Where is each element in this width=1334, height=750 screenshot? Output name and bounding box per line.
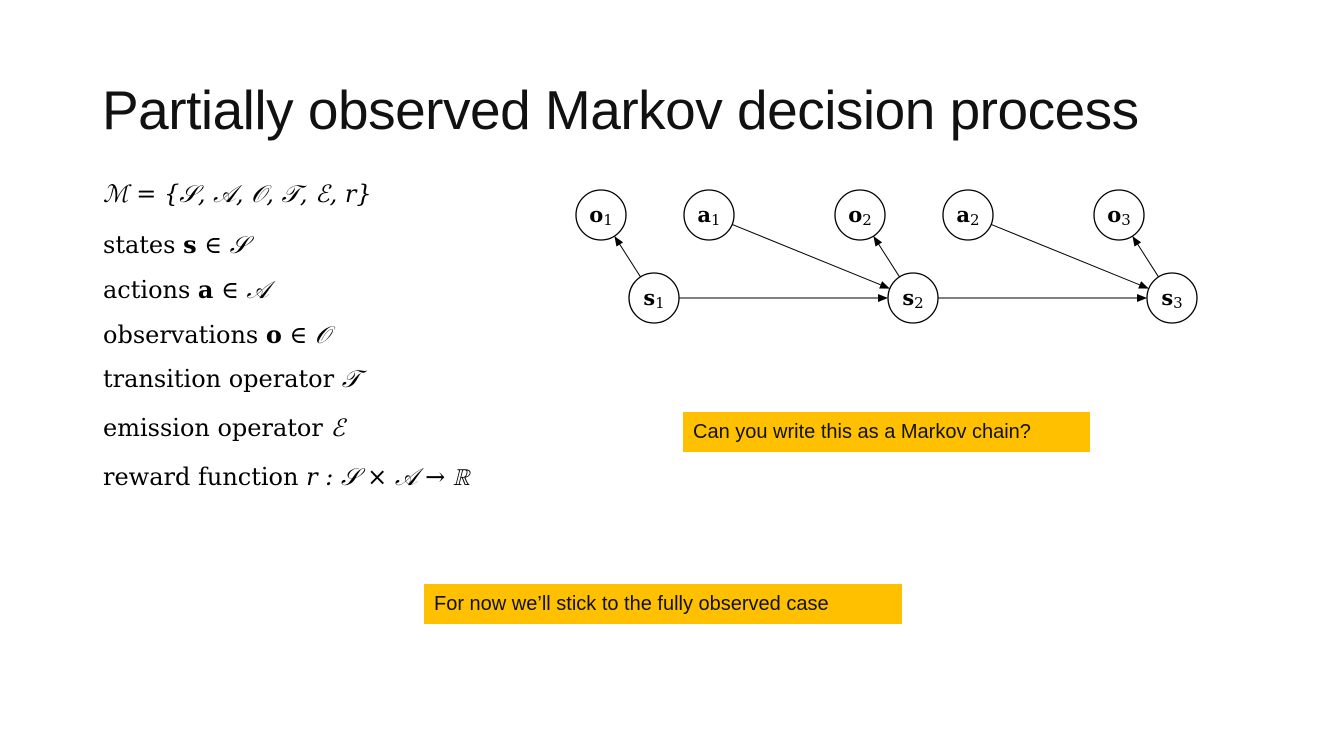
definition-observations: observations o ∈ 𝒪 xyxy=(103,320,330,349)
node-a1: a1 xyxy=(683,189,735,241)
definition-reward-text: reward function xyxy=(103,463,307,491)
node-o1-letter: o xyxy=(589,202,603,227)
definition-states-symbol: s xyxy=(183,230,197,259)
node-o3-circle xyxy=(1093,189,1145,241)
node-s2-label: s2 xyxy=(902,285,923,312)
node-a1-subscript: 1 xyxy=(711,211,721,229)
node-a1-letter: a xyxy=(697,202,711,227)
node-s3-circle xyxy=(1146,272,1198,324)
definition-observations-symbol: o xyxy=(265,320,282,349)
node-a2-letter: a xyxy=(956,202,970,227)
definition-mdp: ℳ = {𝒮, 𝒜, 𝒪, 𝒯, ℰ, r} xyxy=(103,180,372,208)
edge-s2-to-o2 xyxy=(873,236,900,278)
node-s2-circle xyxy=(887,272,939,324)
definition-transition-text: transition operator xyxy=(103,365,342,393)
definition-actions: actions a ∈ 𝒜 xyxy=(103,275,269,304)
definition-observations-math: ∈ 𝒪 xyxy=(281,321,331,349)
node-s1: s1 xyxy=(628,272,680,324)
node-s3-letter: s xyxy=(1161,285,1173,310)
definition-actions-text: actions xyxy=(103,276,198,304)
definition-mdp-math: ℳ = {𝒮, 𝒜, 𝒪, 𝒯, ℰ, r} xyxy=(103,180,372,208)
callout-markov-chain: Can you write this as a Markov chain? xyxy=(683,412,1090,452)
definition-states-text: states xyxy=(103,231,184,259)
node-o3-letter: o xyxy=(1107,202,1121,227)
definition-states-math: ∈ 𝒮 xyxy=(196,231,249,259)
node-a1-circle xyxy=(683,189,735,241)
definition-emission: emission operator ℰ xyxy=(103,414,345,442)
definition-reward-math: r : 𝒮 × 𝒜 → ℝ xyxy=(306,463,470,491)
edge-s1-to-o1 xyxy=(614,236,641,278)
node-o2: o2 xyxy=(834,189,886,241)
node-o3-subscript: 3 xyxy=(1121,211,1131,229)
node-s1-label: s1 xyxy=(643,285,664,312)
definition-actions-math: ∈ 𝒜 xyxy=(213,276,270,304)
edge-a2-to-s3 xyxy=(990,223,1149,289)
node-o2-subscript: 2 xyxy=(862,211,872,229)
node-a1-label: a1 xyxy=(697,202,720,229)
definition-observations-text: observations xyxy=(103,321,266,349)
definition-transition: transition operator 𝒯 xyxy=(103,365,360,393)
callout-fully-observed: For now we’ll stick to the fully observe… xyxy=(424,584,902,624)
node-s1-subscript: 1 xyxy=(655,294,665,312)
edge-s3-to-o3 xyxy=(1132,236,1159,278)
node-s2-letter: s xyxy=(902,285,914,310)
node-o1: o1 xyxy=(575,189,627,241)
definition-reward: reward function r : 𝒮 × 𝒜 → ℝ xyxy=(103,463,470,491)
node-a2-subscript: 2 xyxy=(970,211,980,229)
definition-transition-math: 𝒯 xyxy=(341,365,361,393)
node-s3-label: s3 xyxy=(1161,285,1182,312)
node-s2-subscript: 2 xyxy=(914,294,924,312)
node-a2-circle xyxy=(942,189,994,241)
node-a2-label: a2 xyxy=(956,202,979,229)
definition-actions-symbol: a xyxy=(197,275,214,304)
definition-states: states s ∈ 𝒮 xyxy=(103,230,248,259)
node-s1-circle xyxy=(628,272,680,324)
slide-title: Partially observed Markov decision proce… xyxy=(102,79,1139,141)
definition-emission-text: emission operator xyxy=(103,414,331,442)
node-s2: s2 xyxy=(887,272,939,324)
edge-a1-to-s2 xyxy=(731,223,890,289)
node-s3-subscript: 3 xyxy=(1173,294,1183,312)
node-o3: o3 xyxy=(1093,189,1145,241)
node-o3-label: o3 xyxy=(1107,202,1131,229)
definition-emission-math: ℰ xyxy=(330,414,346,442)
node-o2-circle xyxy=(834,189,886,241)
node-s3: s3 xyxy=(1146,272,1198,324)
node-o2-letter: o xyxy=(848,202,862,227)
node-a2: a2 xyxy=(942,189,994,241)
node-o1-circle xyxy=(575,189,627,241)
node-o1-label: o1 xyxy=(589,202,613,229)
node-s1-letter: s xyxy=(643,285,655,310)
node-o1-subscript: 1 xyxy=(603,211,613,229)
node-o2-label: o2 xyxy=(848,202,872,229)
